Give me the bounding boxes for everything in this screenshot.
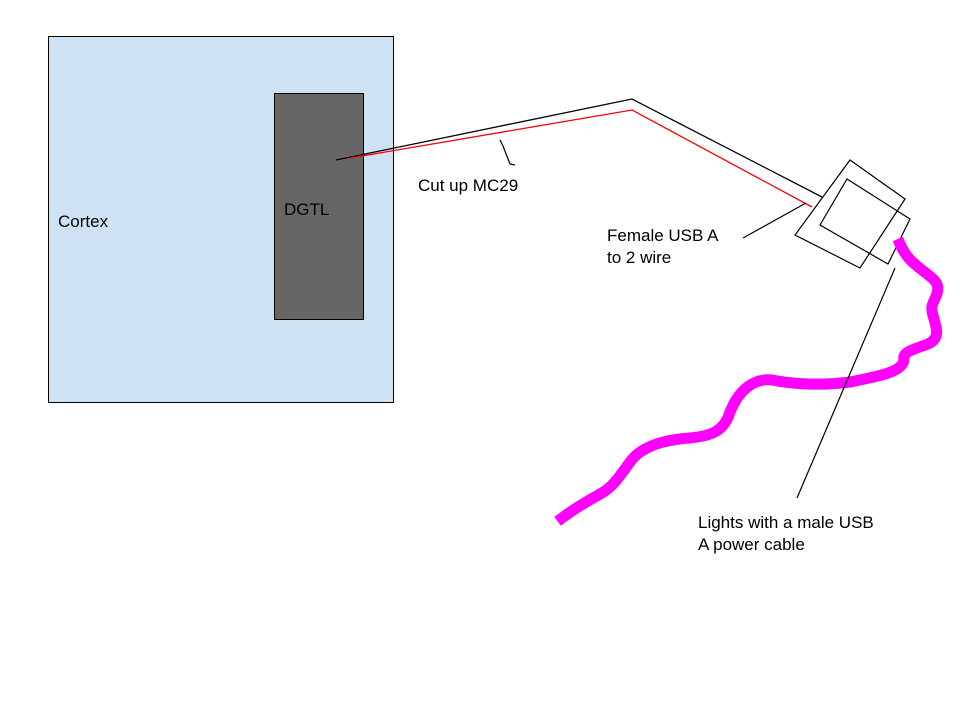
lights-pointer-line [796,267,896,499]
black-wire [335,98,823,198]
usb-adapter-label-line2: to 2 wire [607,248,672,267]
usb-adapter-label-line1: Female USB A [607,226,719,245]
cable-pointer-line [499,139,516,166]
lights-cable [554,236,944,526]
lights-label: Lights with a male USB A power cable [698,512,874,556]
dgtl-label: DGTL [284,200,330,219]
usb-adapter-inner-shell [819,178,911,265]
cable-label: Cut up MC29 [418,176,519,195]
usb-pointer-line [742,202,807,239]
dgtl-port-box [274,93,364,320]
lights-label-line1: Lights with a male USB [698,513,874,532]
cortex-label: Cortex [58,212,109,231]
usb-adapter-outer-shell [794,159,906,269]
lights-label-line2: A power cable [698,535,805,554]
usb-adapter-label: Female USB A to 2 wire [607,225,719,269]
red-wire [349,109,813,208]
